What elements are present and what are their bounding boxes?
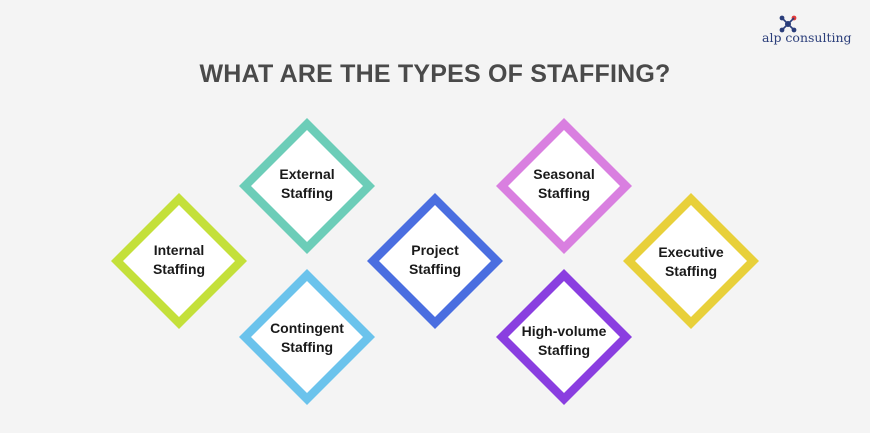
type-suffix: Staffing bbox=[537, 185, 591, 201]
diamond-label: High-volume Staffing bbox=[514, 322, 614, 360]
diamond-shape bbox=[367, 193, 503, 329]
diamond-internal-staffing: Internal Staffing bbox=[109, 191, 249, 331]
type-name: External bbox=[279, 166, 335, 182]
diamond-shape bbox=[239, 118, 375, 254]
diamond-seasonal-staffing: Seasonal Staffing bbox=[494, 116, 634, 256]
logo-mark-icon bbox=[779, 15, 797, 33]
diamond-label: External Staffing bbox=[257, 165, 357, 203]
diamond-label: Internal Staffing bbox=[129, 241, 229, 279]
type-suffix: Staffing bbox=[408, 261, 462, 277]
diamond-executive-staffing: Executive Staffing bbox=[621, 191, 761, 331]
type-suffix: Staffing bbox=[152, 261, 206, 277]
type-name: Seasonal bbox=[533, 166, 595, 182]
logo-text: alp consulting bbox=[762, 30, 852, 45]
type-suffix: Staffing bbox=[280, 339, 334, 355]
type-suffix: Staffing bbox=[664, 263, 718, 279]
type-name: Project bbox=[411, 242, 459, 258]
alp-consulting-logo: alp consulting bbox=[748, 14, 858, 48]
diamond-high-volume-staffing: High-volume Staffing bbox=[494, 267, 634, 407]
diamond-label: Contingent Staffing bbox=[257, 319, 357, 357]
diamond-label: Executive Staffing bbox=[641, 243, 741, 281]
type-suffix: Staffing bbox=[537, 342, 591, 358]
type-name: Internal bbox=[153, 242, 205, 258]
diamond-shape bbox=[239, 269, 375, 405]
type-name: Contingent bbox=[270, 320, 344, 336]
type-suffix: Staffing bbox=[280, 185, 334, 201]
diamond-shape bbox=[111, 193, 247, 329]
diamond-label: Seasonal Staffing bbox=[514, 165, 614, 203]
diamond-project-staffing: Project Staffing bbox=[365, 191, 505, 331]
diamond-label: Project Staffing bbox=[385, 241, 485, 279]
page-title: WHAT ARE THE TYPES OF STAFFING? bbox=[199, 60, 671, 88]
diamond-shape bbox=[496, 118, 632, 254]
diamond-shape bbox=[496, 269, 632, 405]
diamond-external-staffing: External Staffing bbox=[237, 116, 377, 256]
diamond-shape bbox=[623, 193, 759, 329]
type-name: High-volume bbox=[521, 323, 607, 339]
diamond-contingent-staffing: Contingent Staffing bbox=[237, 267, 377, 407]
type-name: Executive bbox=[658, 244, 724, 260]
